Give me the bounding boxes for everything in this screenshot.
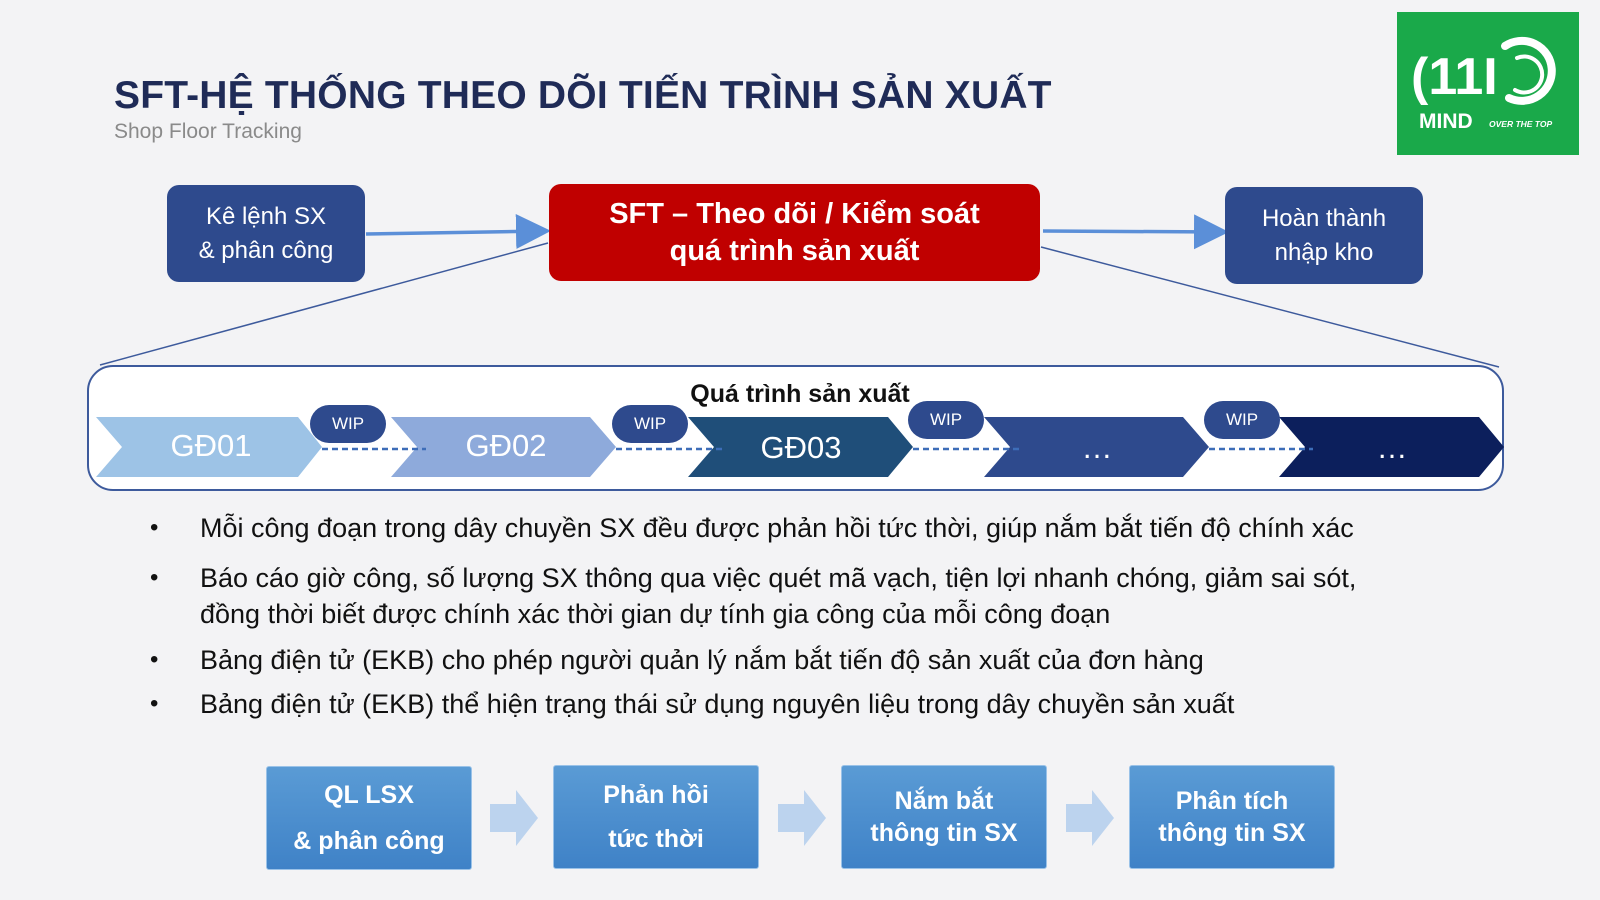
- flow-box-instant-feedback: Phản hồi tức thời: [553, 765, 759, 869]
- wip-badge-2: WIP: [612, 405, 688, 443]
- flow-1-line1: QL LSX: [324, 781, 414, 809]
- flow-3-line1: Nắm bắt: [894, 787, 994, 815]
- stage-chevron-3: [688, 417, 913, 477]
- arrow-center-to-right: [1042, 214, 1229, 250]
- bullet-item: Báo cáo giờ công, số lượng SX thông qua …: [150, 560, 1570, 632]
- bullet-4-line1: Bảng điện tử (EKB) thể hiện trạng thái s…: [200, 689, 1235, 719]
- stage-label-3: GĐ03: [760, 430, 842, 465]
- flow-arrow-icon: [1066, 790, 1114, 846]
- flow-3-line2: thông tin SX: [870, 819, 1018, 847]
- stage-chevron-1: [96, 417, 322, 477]
- page-subtitle: Shop Floor Tracking: [114, 120, 302, 143]
- logo-brand-text: MIND: [1419, 110, 1473, 133]
- box-work-order-line2: & phân công: [198, 236, 334, 264]
- stage-label-4: …: [1081, 430, 1113, 465]
- box-sft-line2: quá trình sản xuất: [669, 234, 920, 267]
- flow-1-line2: & phân công: [293, 827, 445, 855]
- flow-2-line2: tức thời: [608, 825, 704, 853]
- bullet-item: Bảng điện tử (EKB) cho phép người quản l…: [150, 642, 1570, 678]
- box-warehouse-complete: Hoàn thành nhập kho: [1225, 187, 1423, 284]
- page-title: SFT-HỆ THỐNG THEO DÕI TIẾN TRÌNH SẢN XUẤ…: [114, 74, 1052, 117]
- stage-label-2: GĐ02: [465, 428, 547, 463]
- flow-2-line1: Phản hồi: [603, 781, 709, 809]
- zoom-line-left: [99, 242, 549, 366]
- flow-arrow-icon: [490, 790, 538, 846]
- flow-box-capture-info: Nắm bắt thông tin SX: [841, 765, 1047, 869]
- flow-box-analyze-info: Phân tích thông tin SX: [1129, 765, 1335, 869]
- flow-arrow-icon: [778, 790, 826, 846]
- bullet-item: Bảng điện tử (EKB) thể hiện trạng thái s…: [150, 686, 1570, 722]
- wip-badge-3: WIP: [908, 401, 984, 439]
- flow-box-work-order-mgmt: QL LSX & phân công: [266, 766, 472, 870]
- flow-4-line2: thông tin SX: [1158, 819, 1306, 847]
- bullet-2-line2: đồng thời biết được chính xác thời gian …: [200, 599, 1111, 629]
- stage-chevron-5: [1279, 417, 1504, 477]
- wip-badge-1: WIP: [310, 405, 386, 443]
- flow-4-line1: Phân tích: [1175, 787, 1289, 815]
- process-label: Quá trình sản xuất: [690, 380, 910, 408]
- stage-chevron-2: [391, 417, 616, 477]
- box-warehouse-line1: Hoàn thành: [1261, 204, 1387, 232]
- logo-mark-text: (11I: [1411, 48, 1498, 106]
- logo-tagline: OVER THE TOP: [1489, 119, 1553, 129]
- stage-chevron-4: [984, 417, 1209, 477]
- bullet-2-line1: Báo cáo giờ công, số lượng SX thông qua …: [200, 563, 1357, 593]
- zoom-line-right: [1040, 246, 1500, 368]
- box-sft-line1: SFT – Theo dõi / Kiểm soát: [609, 198, 980, 231]
- box-warehouse-line2: nhập kho: [1274, 238, 1374, 266]
- stage-label-1: GĐ01: [170, 428, 252, 463]
- box-work-order-line1: Kê lệnh SX: [205, 202, 327, 230]
- bullet-1-line1: Mỗi công đoạn trong dây chuyền SX đều đư…: [200, 513, 1354, 543]
- box-work-order: Kê lệnh SX & phân công: [167, 185, 365, 282]
- feature-bullet-list: Mỗi công đoạn trong dây chuyền SX đều đư…: [150, 510, 1570, 734]
- brand-logo: (11I MIND OVER THE TOP: [1397, 12, 1579, 155]
- logo-mark-icon: (11I: [1411, 36, 1556, 106]
- arrow-left-to-center: [365, 213, 551, 249]
- bullet-item: Mỗi công đoạn trong dây chuyền SX đều đư…: [150, 510, 1570, 546]
- wip-badge-4: WIP: [1204, 401, 1280, 439]
- stage-label-5: …: [1376, 430, 1408, 465]
- bullet-3-line1: Bảng điện tử (EKB) cho phép người quản l…: [200, 645, 1204, 675]
